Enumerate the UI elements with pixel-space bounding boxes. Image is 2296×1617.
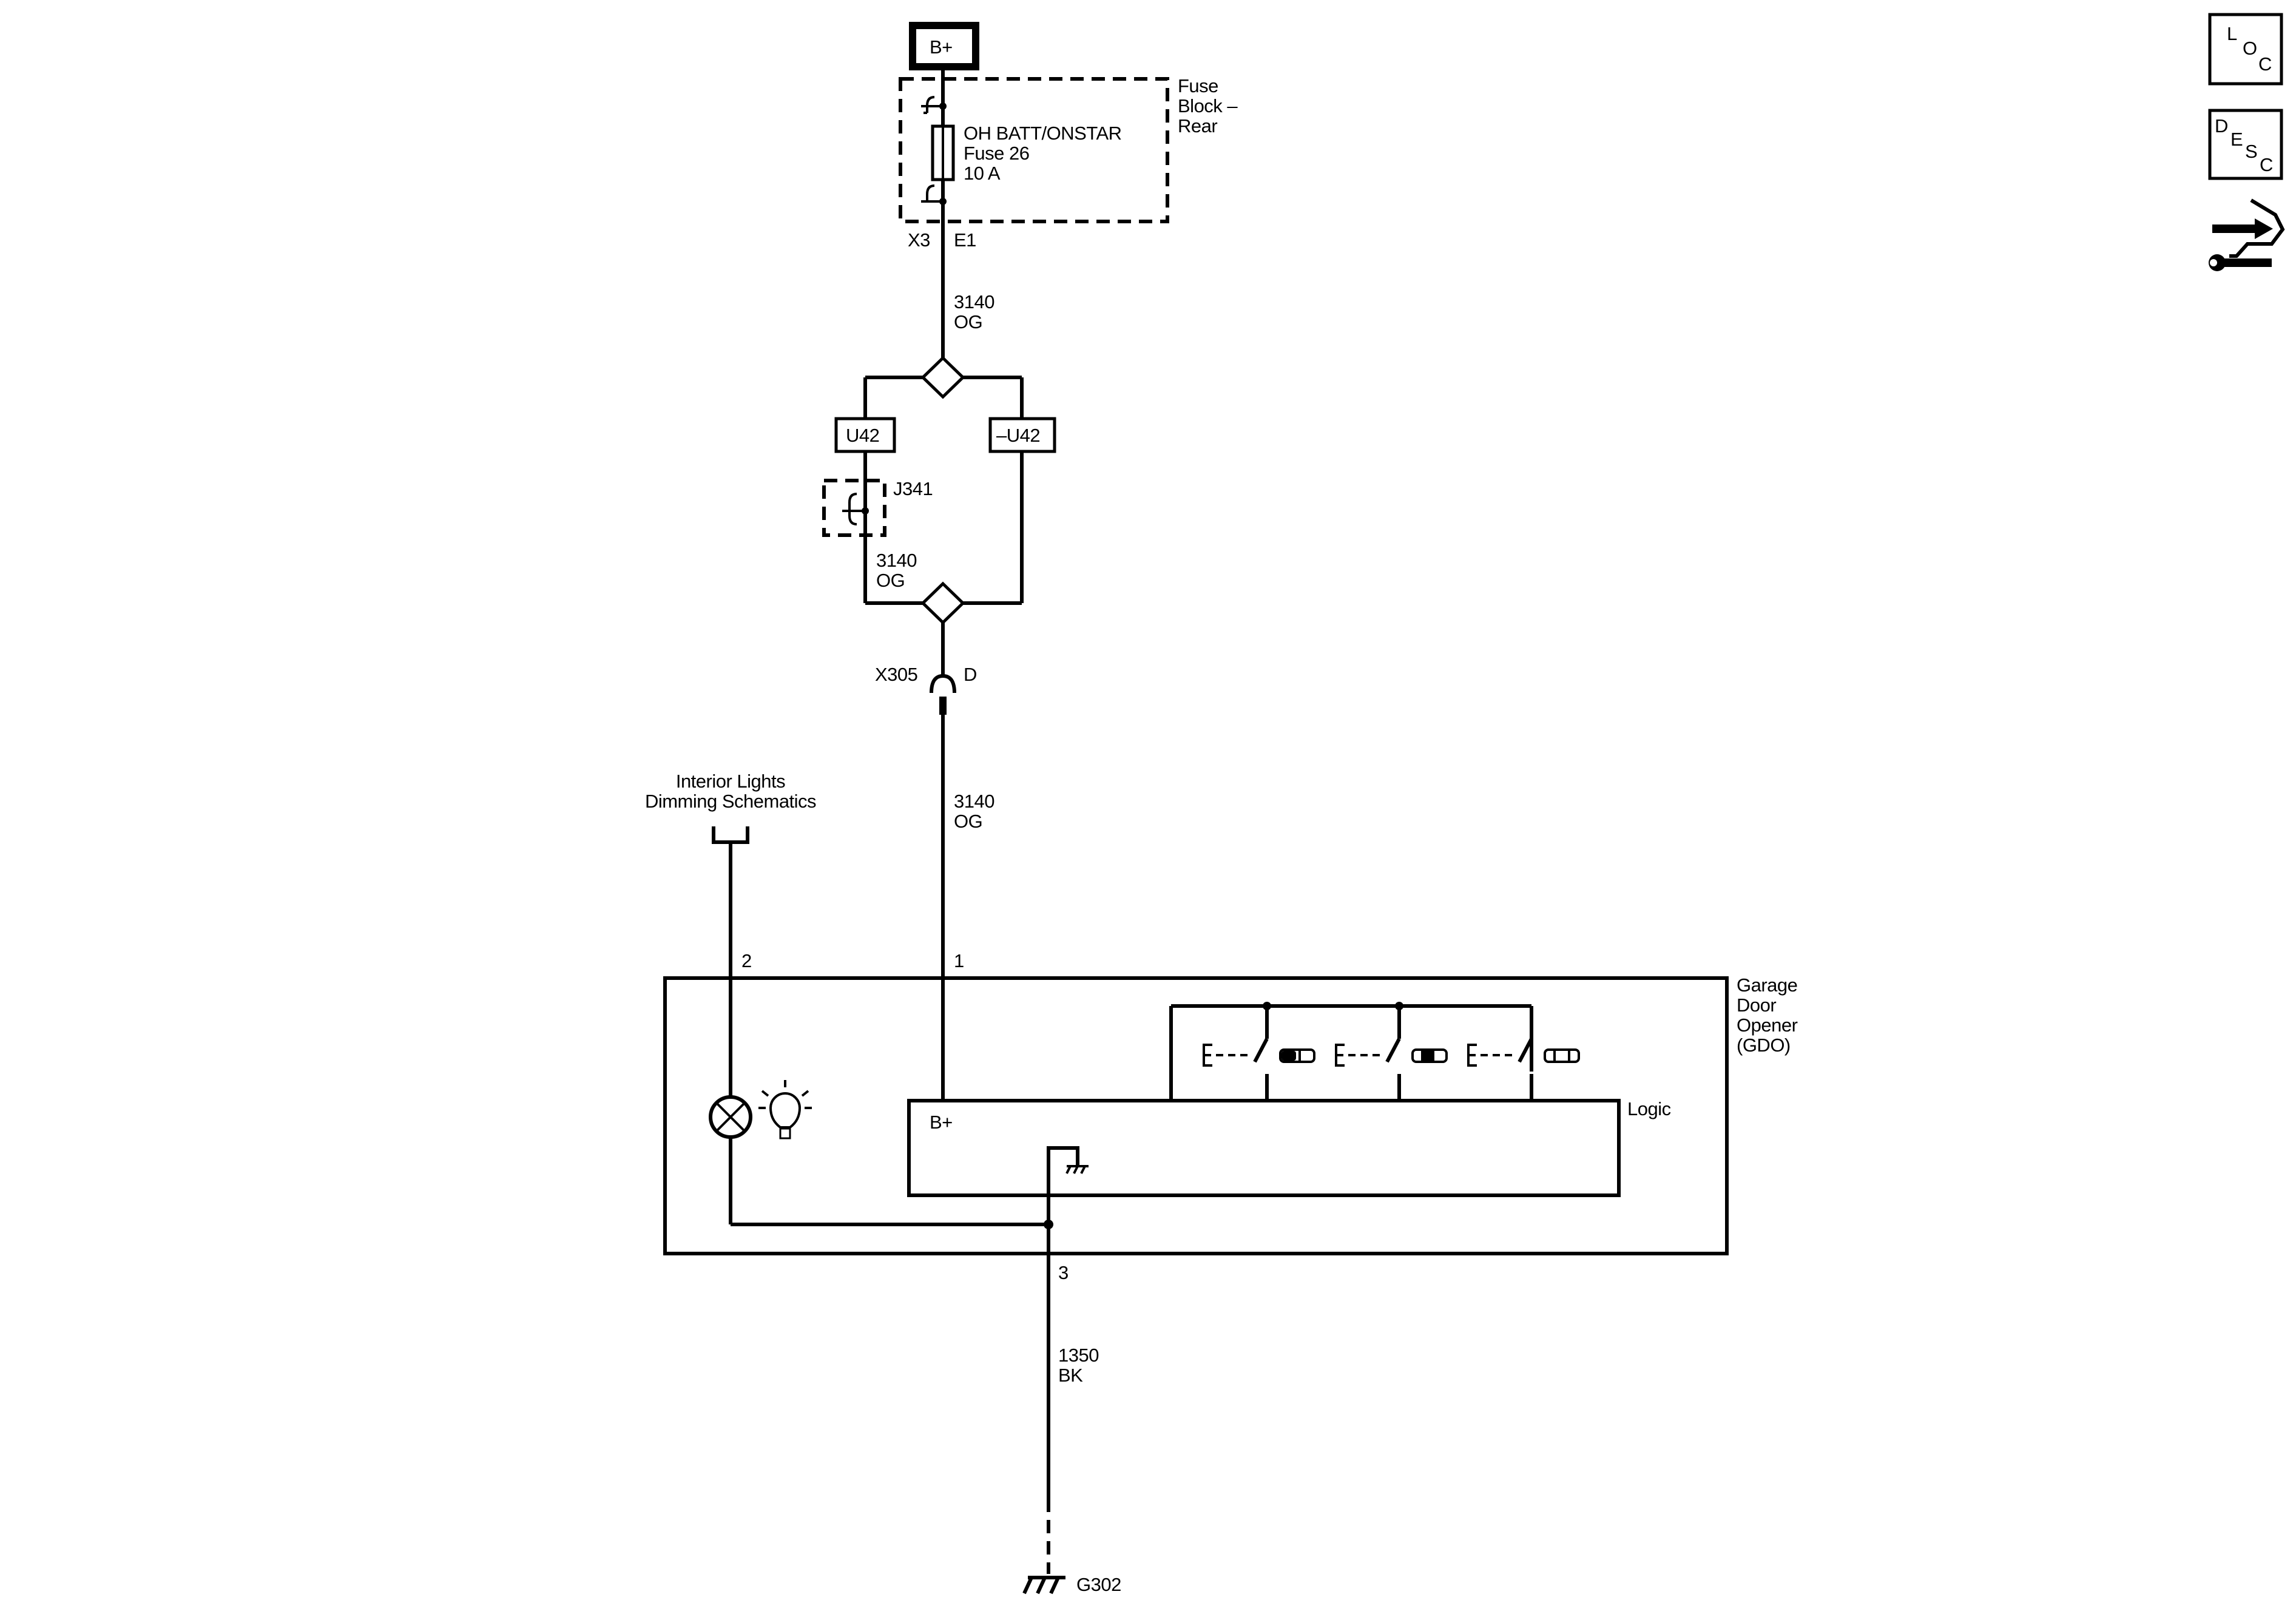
wire-left-circuit: 3140 (876, 550, 917, 571)
battery-positive-label: B+ (930, 36, 953, 58)
gdo-name-line1: Garage (1737, 974, 1797, 996)
splice-pack-label: J341 (893, 478, 933, 499)
gdo-name-line2: Door (1737, 994, 1776, 1016)
logic-label: Logic (1627, 1098, 1671, 1119)
wire-upper-color: OG (954, 311, 982, 333)
svg-text:C: C (2258, 53, 2272, 75)
splice-pack-j341: J341 (822, 478, 933, 537)
diagnostic-tool-icon[interactable] (2209, 198, 2285, 271)
description-icon[interactable]: D E S C (2208, 109, 2283, 180)
dimming-ref-line2: Dimming Schematics (645, 791, 816, 812)
internal-ground (1047, 1146, 1089, 1224)
svg-text:O: O (2243, 38, 2257, 59)
gdo-pin-dimming: 2 (741, 950, 752, 971)
gdo-button-1[interactable] (1203, 1006, 1315, 1101)
inline-connector-terminal: D (964, 664, 977, 685)
garage-door-opener-module: Garage Door Opener (GDO) (663, 974, 1798, 1255)
svg-text:C: C (2260, 154, 2273, 175)
gdo-pin-ground: 3 (1058, 1262, 1069, 1283)
option-no-u42-label: –U42 (996, 425, 1040, 446)
logic-bplus-label: B+ (930, 1112, 953, 1133)
gdo-switch-bus (1169, 1002, 1533, 1101)
fuse-rating: 10 A (964, 163, 1001, 184)
svg-text:E: E (2230, 129, 2243, 150)
inline-connector-label: X305 (875, 664, 917, 685)
indicator-lamp (709, 1095, 752, 1139)
wire-ground-color: BK (1058, 1365, 1083, 1386)
fuse-number: Fuse 26 (964, 143, 1030, 164)
wire-ground-circuit: 1350 (1058, 1345, 1099, 1366)
dimming-schematic-reference[interactable]: Interior Lights Dimming Schematics (645, 771, 817, 844)
option-splice-top (920, 356, 965, 399)
wire-left-color: OG (876, 570, 905, 591)
svg-text:L: L (2227, 23, 2237, 44)
option-no-u42-box: –U42 (988, 417, 1056, 453)
gdo-name-line3: Opener (1737, 1014, 1798, 1036)
fuse-block-terminal: E1 (954, 229, 976, 251)
svg-text:D: D (2215, 115, 2228, 137)
battery-positive-terminal: B+ (909, 22, 979, 70)
wire-lower-color: OG (954, 811, 982, 832)
fuse-block-rear: Fuse Block – Rear (899, 75, 1238, 223)
gdo-button-3[interactable] (1467, 1038, 1580, 1101)
svg-text:S: S (2245, 141, 2257, 162)
gdo-logic-block: B+ Logic (907, 1098, 1671, 1197)
fuse-26: OH BATT/ONSTAR Fuse 26 10 A (931, 123, 1122, 184)
fuse-block-name-line3: Rear (1178, 115, 1217, 137)
location-icon[interactable]: L O C (2208, 13, 2283, 86)
fuse-block-name-line2: Block – (1178, 95, 1238, 116)
option-u42-box: U42 (834, 417, 896, 453)
dimming-ref-line1: Interior Lights (676, 771, 785, 792)
wire-upper-circuit: 3140 (954, 291, 994, 312)
fuse-name: OH BATT/ONSTAR (964, 123, 1122, 144)
gdo-button-2[interactable] (1335, 1006, 1448, 1101)
option-splice-bottom (920, 581, 965, 625)
ground-label: G302 (1076, 1574, 1121, 1595)
inline-connector-x305: X305 D (875, 664, 977, 715)
light-bulb-icon (758, 1080, 812, 1139)
gdo-pin-power: 1 (954, 950, 964, 971)
fuse-block-name-line1: Fuse (1178, 75, 1218, 96)
gdo-name-line4: (GDO) (1737, 1035, 1791, 1056)
option-u42-label: U42 (846, 425, 879, 446)
fuse-block-connector: X3 (908, 229, 930, 251)
wire-lower-circuit: 3140 (954, 791, 994, 812)
ground-g302-icon: G302 (1022, 1574, 1121, 1595)
